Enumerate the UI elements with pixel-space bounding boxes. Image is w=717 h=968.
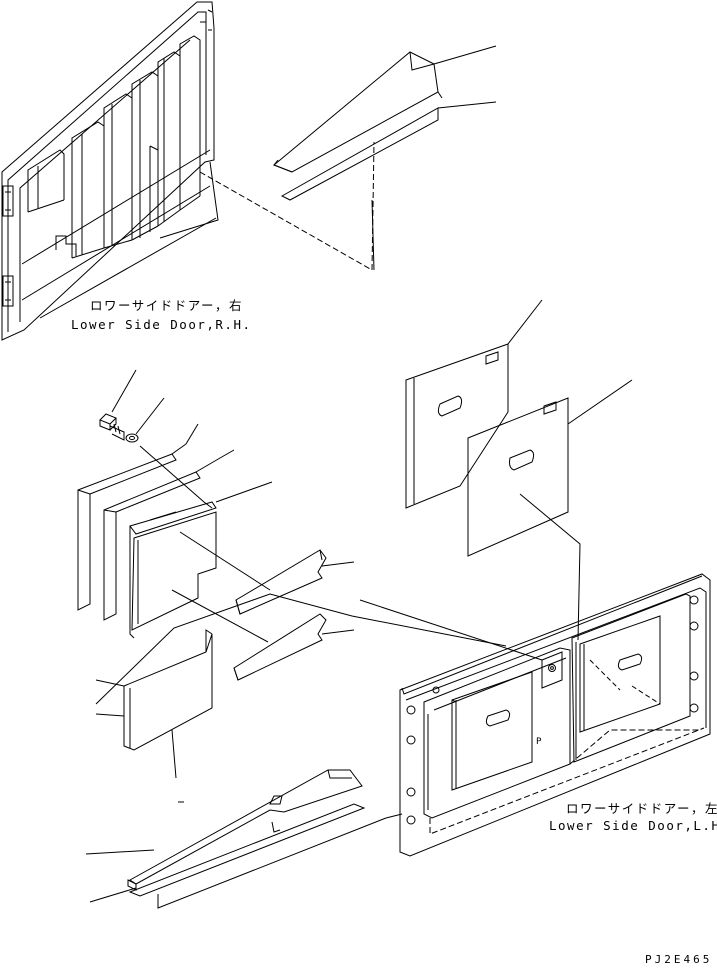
bottom-seal-wedge [128, 770, 362, 890]
lh-door-window-right [580, 616, 660, 732]
lh-door-latch [542, 652, 562, 688]
rh-door-frame-outer [2, 2, 214, 340]
rh-louvre-1 [28, 150, 64, 212]
rh-louvre-2 [72, 122, 104, 258]
bottom-seal-plate [130, 804, 386, 908]
vertical-panel-lower [96, 630, 212, 778]
upper-seal-wedge [274, 46, 496, 172]
rh-louvre-6 [180, 36, 200, 210]
rh-door-assembly [2, 2, 218, 340]
seal-wedge-lower [234, 614, 354, 680]
pad-rear [406, 300, 542, 508]
rh-hinge-lower [3, 276, 13, 306]
lh-door-label-en: Lower Side Door,L.H [549, 818, 717, 833]
upper-seal-plate [282, 102, 496, 200]
lh-part-mark: P [536, 737, 542, 747]
lh-door-window-left [452, 672, 532, 790]
washer [126, 398, 164, 442]
lh-door-inner-frame-right [572, 594, 690, 762]
rh-door-label-jp: ロワーサイドドアー，右 [90, 298, 244, 313]
rh-hinge-upper [3, 186, 13, 216]
lh-door-inner-frame [424, 648, 570, 818]
lh-door-label-jp: ロワーサイドドアー，左 [566, 801, 717, 816]
vertical-seal-1 [78, 424, 198, 610]
rh-louvre-4 [132, 72, 158, 240]
drawing-code: PJ2E465 [645, 953, 713, 966]
rh-door-frame-inner [8, 12, 206, 332]
pad-front [468, 380, 632, 640]
rh-door-edge [20, 40, 190, 322]
door-panel-bracket [130, 482, 272, 638]
rh-louvre-5 [158, 52, 180, 226]
seal-wedge-upper [236, 550, 354, 614]
leader-bolt-to-bracket [140, 446, 212, 508]
leader-wedge-to-rh-door [200, 142, 374, 270]
lh-door-assembly: P [400, 574, 710, 856]
rh-louvre-3 [104, 94, 132, 248]
vertical-seal-2 [104, 450, 234, 620]
lh-mount-hole [407, 706, 415, 714]
bolt [100, 370, 136, 440]
rh-door-label-en: Lower Side Door,R.H. [71, 317, 252, 332]
